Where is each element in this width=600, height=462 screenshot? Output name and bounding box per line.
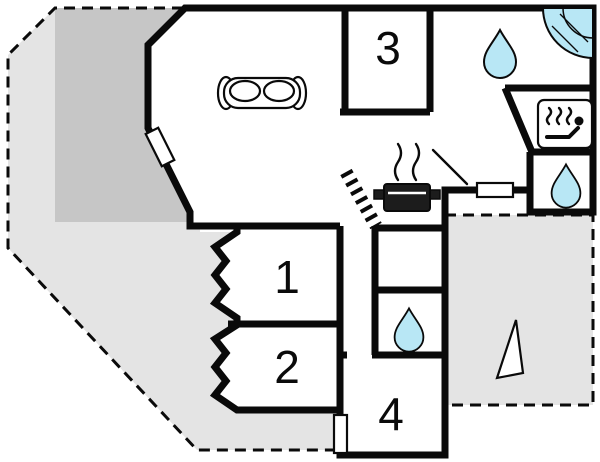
window-icon xyxy=(144,126,176,168)
door-icon-room4 xyxy=(332,413,349,455)
room2-label: 2 xyxy=(274,341,300,393)
room3-label: 3 xyxy=(375,22,401,74)
plot-dashed-boundary xyxy=(6,6,340,452)
terrace-ground xyxy=(445,215,593,405)
terrace-dashed-boundary xyxy=(445,213,595,407)
sauna-icon xyxy=(536,98,594,150)
steam-icon xyxy=(393,142,421,182)
room4-label: 4 xyxy=(378,388,404,440)
door-swing-icon xyxy=(431,148,469,186)
corner-shower-icon xyxy=(541,7,594,60)
sofa-icon xyxy=(216,75,308,111)
interior-walls xyxy=(190,8,593,410)
door-icon-east xyxy=(475,181,515,199)
stove-icon xyxy=(373,142,441,212)
terrace-triangle-icon xyxy=(495,319,525,380)
stairs-icon xyxy=(340,168,382,230)
water-drop-icon-bath xyxy=(393,306,425,353)
water-drop-icon-bathroom xyxy=(482,27,518,79)
room1-label: 1 xyxy=(274,251,300,303)
water-drop-icon-wc xyxy=(550,162,582,209)
